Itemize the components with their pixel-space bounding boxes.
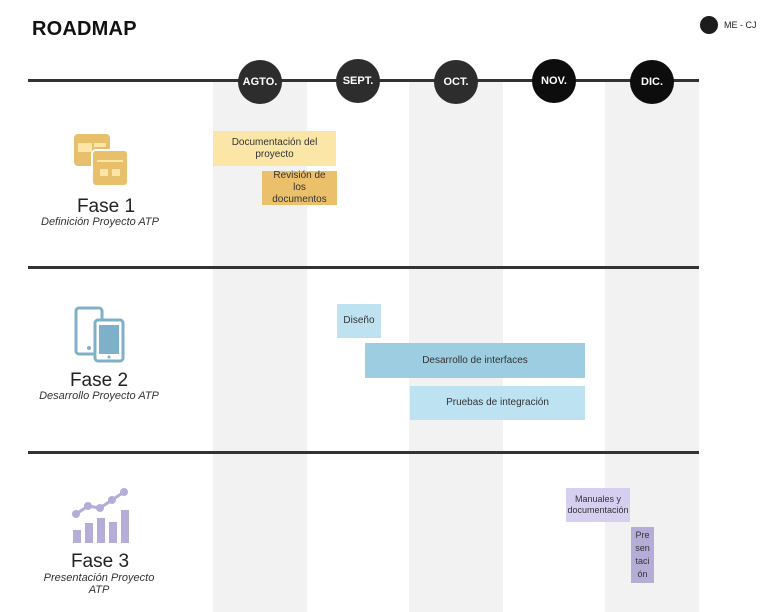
phase-3-subtitle: Presentación Proyecto ATP — [43, 572, 155, 596]
month-marker-agto: AGTO. — [238, 60, 282, 104]
page-title: ROADMAP — [32, 18, 137, 40]
legend-label: ME - CJ — [724, 20, 757, 30]
phase-2-subtitle: Desarrollo Proyecto ATP — [39, 390, 159, 402]
windows-icon — [74, 134, 129, 187]
legend: ME - CJ — [700, 16, 757, 34]
phase-3-title: Fase 3 — [70, 551, 130, 572]
phase-2-title: Fase 2 — [69, 370, 129, 391]
month-marker-oct: OCT. — [434, 60, 478, 104]
phase-divider-1 — [28, 266, 699, 269]
month-marker-nov: NOV. — [532, 59, 576, 103]
task-presentacion[interactable]: Pre sen taci ón — [631, 527, 654, 583]
column-band-dic — [605, 80, 699, 612]
column-band-agto — [213, 80, 307, 612]
task-desarrollo-interfaces[interactable]: Desarrollo de interfaces — [365, 343, 585, 378]
task-documentacion[interactable]: Documentación del proyecto — [213, 131, 336, 166]
phase-divider-2 — [28, 451, 699, 454]
bar-chart-icon — [72, 488, 129, 543]
task-pruebas[interactable]: Pruebas de integración — [410, 386, 585, 420]
task-revision[interactable]: Revisión de los documentos — [262, 170, 337, 205]
phase-1-subtitle: Definición Proyecto ATP — [41, 216, 159, 228]
task-manuales[interactable]: Manuales y documentación — [566, 488, 630, 522]
devices-icon — [74, 306, 125, 363]
phase-1-title: Fase 1 — [76, 196, 136, 217]
legend-dot-icon — [700, 16, 718, 34]
month-marker-sept: SEPT. — [336, 59, 380, 103]
month-marker-dic: DIC. — [630, 60, 674, 104]
task-diseno[interactable]: Diseño — [337, 304, 381, 338]
